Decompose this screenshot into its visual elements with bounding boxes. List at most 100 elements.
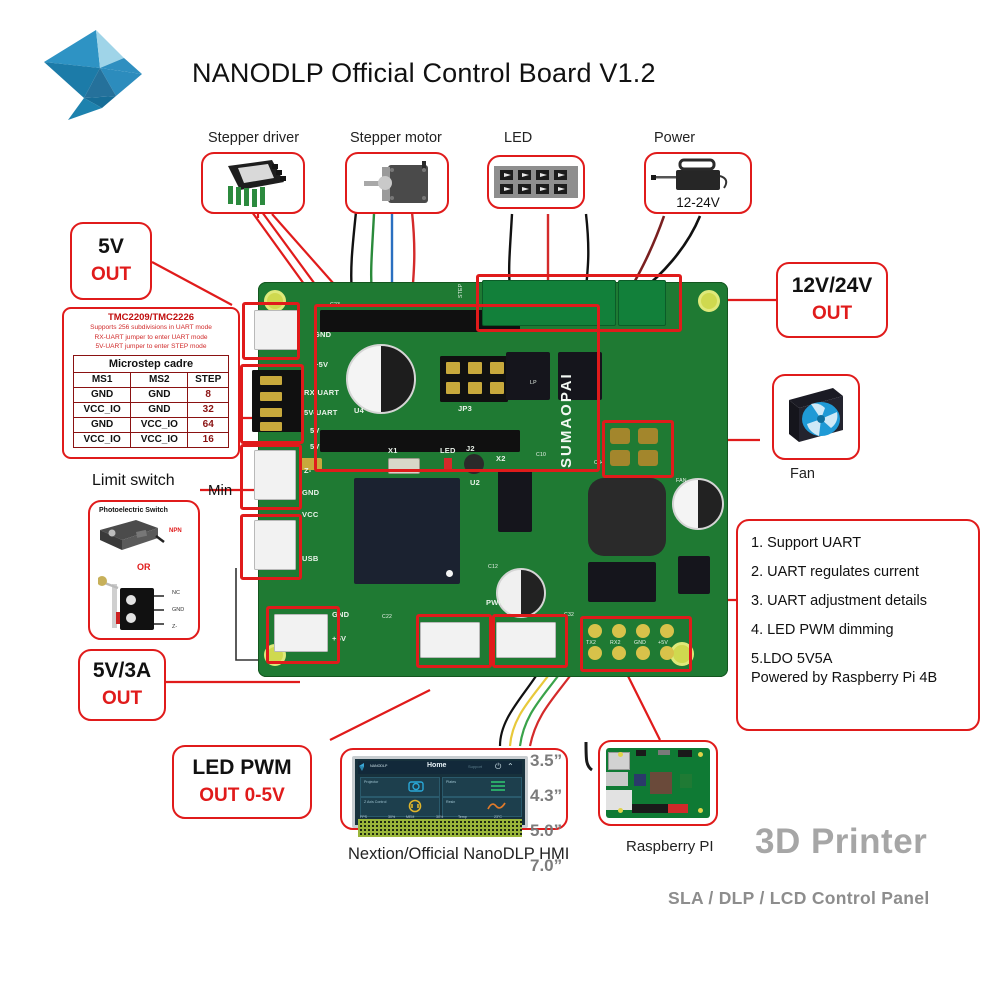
power-icon[interactable]: ⏻: [495, 762, 502, 771]
limit-pin-nc: NC: [172, 590, 180, 596]
cell-ms1: VCC_IO: [72, 401, 132, 418]
silk-c12: C12: [488, 564, 499, 570]
callout-12v24v-sub: OUT: [811, 303, 853, 325]
power-voltage-caption: 12-24V: [676, 195, 720, 210]
microstep-table: Microstep cadre MS1 MS2 STEP GND GND 8 V…: [72, 354, 229, 448]
hmi-tile-zaxis[interactable]: [360, 797, 440, 817]
silk-tx2: TX2: [586, 640, 597, 646]
hmi-status-fps-val: 30%: [388, 815, 396, 819]
table-row: VCC_IO VCC_IO 16: [72, 431, 229, 448]
cell-ms1: GND: [72, 416, 132, 433]
silk-gnd-2: GND: [302, 488, 320, 497]
mosfet-q2: [558, 352, 602, 400]
silk-u2: U2: [470, 478, 480, 487]
silk-fan: FAN: [676, 478, 687, 484]
cell-step: 8: [187, 386, 229, 403]
hmi-tile-label: Projector: [364, 780, 379, 784]
feature-item: 1. Support UART: [751, 535, 862, 551]
silk-c32: C32: [564, 612, 575, 618]
driver-socket-bottom: [320, 430, 520, 452]
mcu-pin1-dot: [446, 570, 453, 577]
highlight-5v3a-conn: [266, 606, 340, 664]
silk-zminus: Z-: [304, 466, 312, 475]
power-led: [444, 458, 452, 472]
silk-gnd-1: GND: [314, 330, 332, 339]
wifi-icon: ⌃: [507, 762, 514, 771]
table-row: VCC_IO GND 32: [72, 401, 229, 418]
feature-item: 3. UART adjustment details: [751, 593, 927, 610]
or-label: OR: [137, 562, 151, 572]
cell-ms2: VCC_IO: [130, 416, 189, 433]
callout-5v-out-title: 5V: [98, 235, 124, 259]
nanodlp-bird-logo: [38, 28, 178, 123]
label-power: Power: [654, 130, 696, 146]
cell-step: 64: [187, 416, 229, 433]
raspberry-pi-board: [606, 748, 710, 818]
label-stepper-motor: Stepper motor: [350, 130, 442, 146]
microstep-title: TMC2209/TMC2226: [107, 312, 195, 323]
cell-step: 16: [187, 431, 229, 448]
features-info-box: 1. Support UART 2. UART regulates curren…: [736, 519, 980, 731]
hmi-graph-area: [358, 819, 522, 837]
brand-subtitle: SLA / DLP / LCD Control Panel: [668, 888, 930, 908]
limit-switch-box: Photoelectric Switch NPN OR NC GND Z-: [88, 500, 200, 640]
led-terminal-block: [482, 280, 616, 326]
table-header-row: MS1 MS2 STEP: [72, 371, 229, 388]
highlight-terminals: [476, 274, 682, 332]
jst-connector-bl: [274, 614, 328, 652]
cell-ms2: GND: [130, 386, 189, 403]
mount-hole: [698, 290, 720, 312]
silk-x2: X2: [496, 454, 506, 463]
highlight-usb-conn: [240, 514, 302, 580]
npn-label: NPN: [169, 528, 182, 534]
limit-pin-gnd: GND: [172, 607, 185, 613]
silk-gnd-4: GND: [634, 640, 647, 646]
highlight-uart-jumper: [240, 364, 304, 444]
callout-5v3a-out: 5V/3A OUT: [78, 649, 166, 721]
hmi-status-mem: MEM: [406, 815, 415, 819]
features-list: 1. Support UART 2. UART regulates curren…: [738, 521, 978, 687]
silk-lp: LP: [530, 380, 537, 386]
highlight-hmi-conn: [492, 614, 568, 668]
hmi-size-option: 4.3”: [530, 786, 563, 805]
thumb-power-adapter: 12-24V: [644, 152, 752, 214]
page-title: NANODLP Official Control Board V1.2: [192, 58, 656, 88]
cell-ms1: VCC_IO: [72, 431, 132, 448]
hmi-logo-icon: [359, 763, 364, 771]
cell-step: 32: [187, 401, 229, 418]
label-hmi: Nextion/Official NanoDLP HMI: [348, 845, 570, 863]
hmi-status-temp-val: 23°C: [494, 815, 503, 819]
feature-item: 4. LED PWM dimming: [751, 622, 894, 639]
label-stepper-driver: Stepper driver: [208, 130, 300, 146]
callout-12v24v-out: 12V/24V OUT: [776, 262, 888, 338]
silk-step: STEP: [458, 283, 464, 298]
table-row: GND VCC_IO 64: [72, 416, 229, 433]
micro-switch-icon: [98, 576, 164, 630]
thumb-led-array: [487, 155, 585, 209]
callout-5v-out: 5V OUT: [70, 222, 152, 300]
photoelectric-switch-label: Photoelectric Switch: [99, 507, 168, 514]
silk-rx-uart: RX-UART: [304, 388, 340, 397]
callout-led-pwm: LED PWM OUT 0-5V: [172, 745, 312, 819]
hmi-tile-label: Plates: [446, 780, 456, 784]
cell-ms2: GND: [130, 401, 189, 418]
hmi-brand: NANODLP: [370, 764, 388, 768]
silk-x1: X1: [388, 446, 398, 455]
highlight-uart2-header: [580, 616, 692, 672]
hmi-size-option: 7.0”: [530, 856, 563, 875]
microstep-note-2: RX-UART jumper to enter UART mode: [94, 333, 208, 341]
jst-connector-aux: [496, 622, 556, 658]
power-terminal-block: [618, 280, 666, 326]
hmi-tile-resin[interactable]: [442, 797, 522, 817]
thumb-stepper-driver: [201, 152, 305, 214]
thumb-stepper-motor: [345, 152, 449, 214]
hmi-support: Support: [468, 764, 483, 769]
highlight-fan-pads: [602, 420, 674, 478]
highlight-min-conn: [240, 444, 302, 510]
jst-connector-top: [254, 310, 298, 350]
label-raspberry-pi: Raspberry PI: [626, 838, 714, 855]
hmi-status-fps: FPS: [360, 815, 367, 819]
driver-socket-top: [320, 310, 520, 332]
ic-u3: [498, 470, 532, 532]
silk-5v-uart: 5V-UART: [304, 408, 338, 417]
